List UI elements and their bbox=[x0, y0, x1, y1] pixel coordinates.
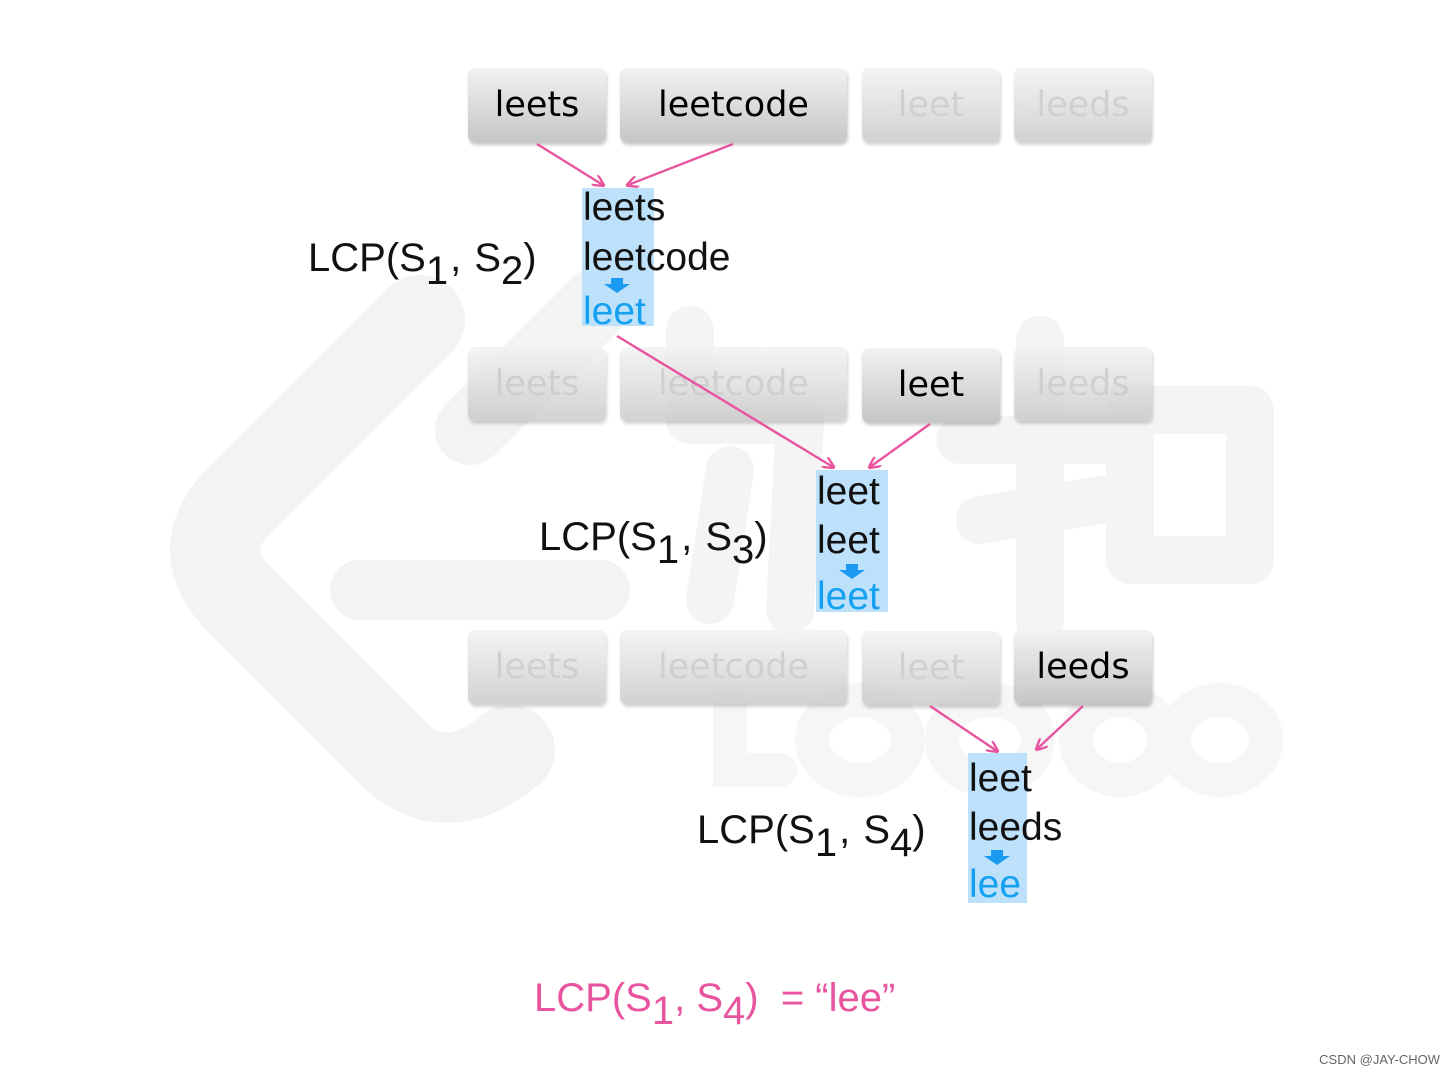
word-box-leetcode: leetcode bbox=[620, 630, 847, 704]
rest-text: s bbox=[645, 186, 666, 229]
word-label: leetcode bbox=[658, 85, 809, 125]
rest-text: ds bbox=[1021, 806, 1063, 849]
word-label: leet bbox=[897, 648, 965, 688]
prefix-text: leet bbox=[583, 186, 646, 229]
credit-text: CSDN @JAY-CHOW bbox=[1319, 1052, 1440, 1067]
label-mid: S bbox=[863, 808, 890, 852]
compare-line-2: leeds bbox=[969, 808, 1062, 847]
compare-line-1: leet bbox=[817, 472, 880, 511]
label-sub-b: 4 bbox=[890, 821, 913, 866]
final-equals: = bbox=[780, 976, 805, 1020]
rest-text: t bbox=[1021, 757, 1032, 800]
label-sub-b: 3 bbox=[732, 528, 755, 573]
compare-result: lee bbox=[969, 865, 1021, 904]
compare-line-1: leet bbox=[969, 759, 1032, 798]
arrow-leet-to-compare bbox=[870, 423, 931, 467]
label-sub-b: 2 bbox=[501, 249, 524, 294]
word-label: leet bbox=[897, 85, 965, 125]
lcp-label-s1-s3: LCP(S1, S3) bbox=[539, 513, 768, 570]
arrow-leetcode-to-compare bbox=[628, 142, 734, 185]
word-box-leeds: leeds bbox=[1014, 347, 1152, 421]
word-label: leeds bbox=[1036, 647, 1130, 687]
prefix-text: lee bbox=[969, 757, 1022, 800]
word-label: leeds bbox=[1036, 364, 1130, 404]
result-text: leet bbox=[583, 290, 646, 333]
label-sub-a: 1 bbox=[425, 249, 449, 294]
final-sub-b: 4 bbox=[723, 989, 746, 1034]
word-label: leets bbox=[494, 364, 580, 404]
label-mid: S bbox=[705, 515, 732, 559]
word-label: leeds bbox=[1036, 85, 1130, 125]
common-prefix-highlight bbox=[582, 188, 654, 326]
arrow-leeds-to-compare bbox=[1037, 705, 1084, 749]
label-sub-a: 1 bbox=[656, 528, 680, 573]
word-box-leeds: leeds bbox=[1014, 68, 1152, 142]
compare-line-1: leets bbox=[583, 188, 665, 227]
word-label: leetcode bbox=[658, 364, 809, 404]
word-box-leets: leets bbox=[468, 68, 606, 142]
final-answer: LCP(S1, S4) = “lee” bbox=[534, 974, 896, 1031]
word-box-leets: leets bbox=[468, 347, 606, 421]
word-box-leetcode: leetcode bbox=[620, 68, 847, 142]
word-label: leets bbox=[494, 647, 580, 687]
common-prefix-highlight bbox=[968, 753, 1027, 903]
word-box-leet: leet bbox=[862, 348, 1000, 422]
lcp-label-s1-s4: LCP(S1, S4) bbox=[697, 806, 926, 863]
word-box-leet: leet bbox=[862, 68, 1000, 142]
result-text: leet bbox=[817, 575, 880, 618]
compare-line-2: leet bbox=[817, 521, 880, 560]
label-suffix: ) bbox=[523, 236, 537, 280]
label-sep: , bbox=[839, 808, 851, 852]
arrow-result-to-compare bbox=[616, 334, 833, 467]
compare-result: leet bbox=[583, 292, 646, 331]
label-prefix: LCP(S bbox=[539, 515, 657, 559]
final-prefix: LCP(S bbox=[534, 976, 652, 1020]
prefix-text: leet bbox=[817, 470, 880, 513]
word-label: leetcode bbox=[658, 647, 809, 687]
final-value: “lee” bbox=[815, 976, 896, 1020]
word-label: leet bbox=[897, 365, 965, 405]
result-text: lee bbox=[969, 863, 1022, 906]
compare-result: leet bbox=[817, 577, 880, 616]
label-prefix: LCP(S bbox=[308, 236, 426, 280]
rest-text: code bbox=[645, 236, 731, 279]
compare-line-2: leetcode bbox=[583, 238, 730, 277]
arrow-result-to-compare bbox=[929, 705, 997, 751]
label-prefix: LCP(S bbox=[697, 808, 815, 852]
prefix-text: lee bbox=[969, 806, 1022, 849]
final-sep: , bbox=[674, 976, 686, 1020]
label-suffix: ) bbox=[912, 808, 926, 852]
final-mid: S bbox=[696, 976, 723, 1020]
label-sep: , bbox=[681, 515, 693, 559]
prefix-text: leet bbox=[583, 236, 646, 279]
final-suffix: ) bbox=[745, 976, 759, 1020]
label-sep: , bbox=[450, 236, 462, 280]
word-box-leetcode: leetcode bbox=[620, 347, 847, 421]
word-box-leet: leet bbox=[862, 631, 1000, 705]
word-label: leets bbox=[494, 85, 580, 125]
label-sub-a: 1 bbox=[814, 821, 838, 866]
lcp-label-s1-s2: LCP(S1, S2) bbox=[308, 234, 537, 291]
prefix-text: leet bbox=[817, 519, 880, 562]
word-box-leeds: leeds bbox=[1014, 630, 1152, 704]
word-box-leets: leets bbox=[468, 630, 606, 704]
arrow-leets-to-compare bbox=[536, 142, 603, 185]
final-sub-a: 1 bbox=[651, 989, 675, 1034]
common-prefix-highlight bbox=[816, 470, 888, 612]
label-mid: S bbox=[474, 236, 501, 280]
label-suffix: ) bbox=[754, 515, 768, 559]
